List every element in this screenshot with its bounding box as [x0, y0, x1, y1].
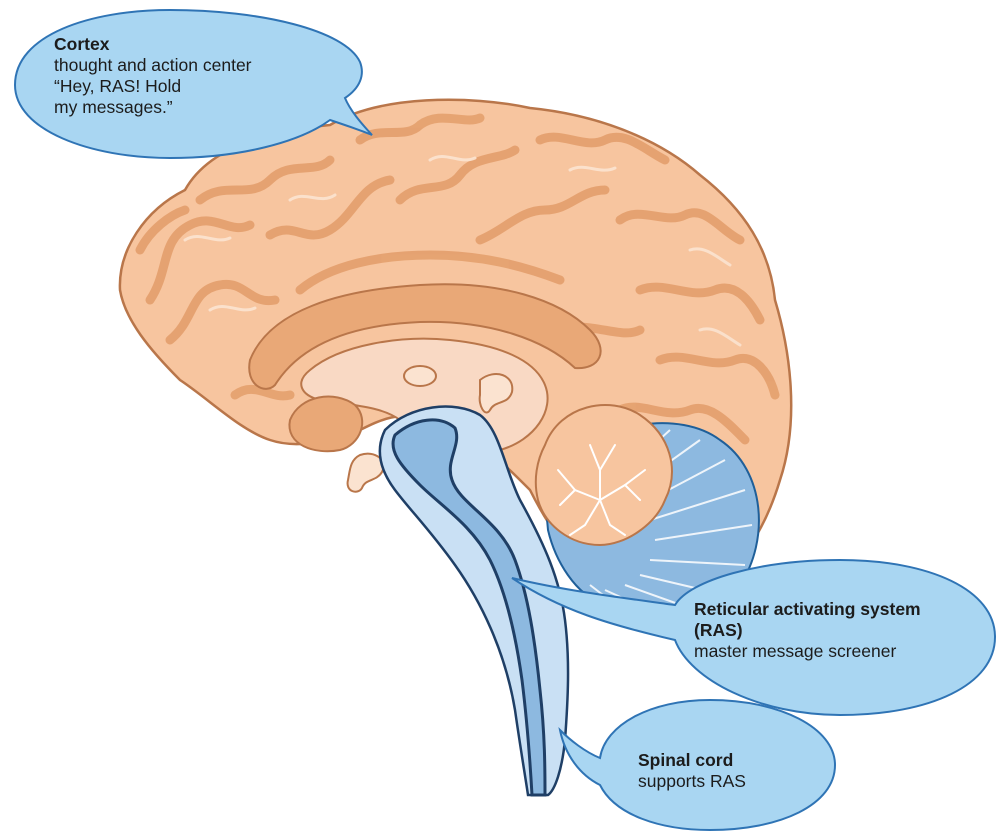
ras-line-1: master message screener	[694, 641, 921, 662]
ras-title-line-2: (RAS)	[694, 620, 921, 641]
frontal-lower-fold	[289, 397, 362, 452]
cortex-title: Cortex	[54, 34, 252, 55]
cortex-callout-text: Cortex thought and action center “Hey, R…	[54, 34, 252, 118]
interior-nucleus	[404, 366, 436, 386]
cortex-line-2: “Hey, RAS! Hold	[54, 76, 252, 97]
spinal-line-1: supports RAS	[638, 771, 746, 792]
pituitary	[348, 454, 384, 492]
spinal-callout-text: Spinal cord supports RAS	[638, 750, 746, 792]
cortex-line-3: my messages.”	[54, 97, 252, 118]
ras-title-line-1: Reticular activating system	[694, 599, 921, 620]
ras-callout-text: Reticular activating system (RAS) master…	[694, 599, 921, 662]
cortex-line-1: thought and action center	[54, 55, 252, 76]
spinal-title: Spinal cord	[638, 750, 746, 771]
